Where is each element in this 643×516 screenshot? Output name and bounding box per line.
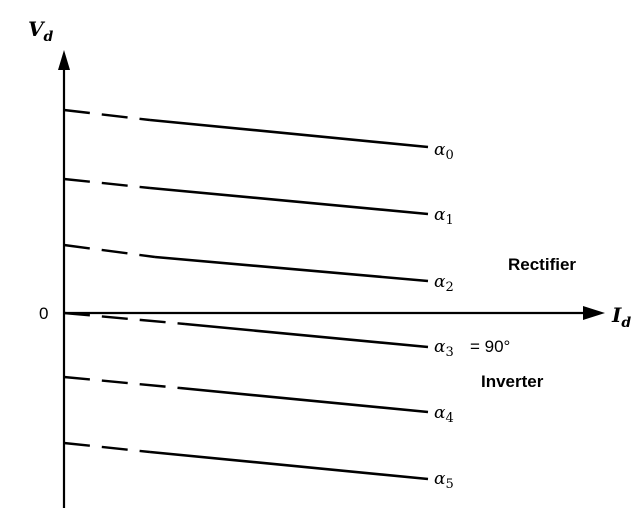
curve-label-alpha-2: α2 — [434, 272, 454, 295]
curve-4-dashed — [63, 375, 181, 390]
curve-0-dashed — [63, 108, 151, 122]
rectifier-label: Rectifier — [508, 255, 576, 274]
curve-alpha-4 — [63, 375, 429, 414]
y-axis — [58, 50, 70, 508]
curve-2-solid — [154, 255, 429, 283]
curve-1-solid — [149, 186, 429, 216]
curve-4-solid — [179, 386, 429, 414]
curve-alpha-0 — [63, 108, 429, 149]
y-axis-label: Vd — [28, 17, 54, 45]
curve-0-solid — [149, 118, 429, 149]
y-axis-arrowhead — [58, 50, 70, 70]
curve-label-alpha-3: α3 — [434, 337, 454, 360]
x-axis-arrowhead — [583, 306, 605, 320]
curve-alpha-3 — [63, 311, 429, 349]
x-axis — [64, 306, 605, 320]
x-axis-label: Id — [611, 303, 631, 331]
curve-5-dashed — [63, 441, 151, 454]
curve-alpha-1 — [63, 177, 429, 216]
curve-2-dashed — [63, 243, 156, 259]
curve-5-solid — [149, 450, 429, 481]
curve-label-alpha-0: α0 — [434, 140, 454, 163]
curve-label-alpha-3-value: = 90° — [470, 337, 510, 356]
curve-alpha-5 — [63, 441, 429, 481]
inverter-label: Inverter — [481, 372, 544, 391]
curve-1-dashed — [63, 177, 151, 190]
curve-3-dashed — [63, 311, 186, 326]
curve-label-alpha-5: α5 — [434, 469, 454, 492]
curve-alpha-2 — [63, 243, 429, 283]
curve-3-solid — [184, 322, 429, 349]
origin-label: 0 — [39, 304, 48, 323]
curve-label-alpha-4: α4 — [434, 403, 454, 426]
curve-label-alpha-1: α1 — [434, 205, 454, 228]
